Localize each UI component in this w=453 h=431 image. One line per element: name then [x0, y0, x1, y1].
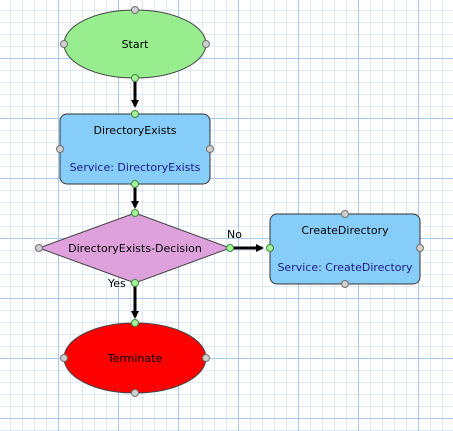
start-port-left[interactable] — [60, 40, 68, 48]
terminate-node[interactable]: Terminate — [63, 322, 207, 394]
createdirectory-service-label: Service: CreateDirectory — [277, 261, 413, 274]
createdirectory-node[interactable]: CreateDirectory Service: CreateDirectory — [269, 213, 421, 285]
terminate-label: Terminate — [107, 352, 163, 365]
createdirectory-port-right[interactable] — [416, 244, 424, 252]
directoryexists-service-label: Service: DirectoryExists — [70, 161, 201, 174]
terminate-port-left[interactable] — [60, 354, 68, 362]
terminate-port-right[interactable] — [202, 354, 210, 362]
createdirectory-label: CreateDirectory — [301, 224, 389, 237]
edge-label-yes: Yes — [107, 277, 126, 290]
decision-port-bottom[interactable] — [131, 279, 139, 287]
createdirectory-port-bottom[interactable] — [341, 280, 349, 288]
start-node[interactable]: Start — [63, 9, 207, 79]
start-port-top[interactable] — [131, 6, 139, 14]
start-port-right[interactable] — [202, 40, 210, 48]
decision-node[interactable]: DirectoryExists-Decision — [37, 212, 232, 284]
decision-label: DirectoryExists-Decision — [68, 242, 202, 255]
decision-port-right[interactable] — [226, 244, 234, 252]
terminate-port-bottom[interactable] — [131, 389, 139, 397]
connection-ports — [35, 6, 424, 397]
terminate-port-top[interactable] — [131, 319, 139, 327]
directoryexists-port-bottom[interactable] — [131, 180, 139, 188]
edge-label-no: No — [227, 228, 242, 241]
decision-port-top[interactable] — [131, 209, 139, 217]
directoryexists-label: DirectoryExists — [94, 124, 177, 137]
directoryexists-port-left[interactable] — [56, 145, 64, 153]
start-label: Start — [122, 38, 150, 51]
directoryexists-port-top[interactable] — [131, 110, 139, 118]
decision-port-left[interactable] — [35, 244, 43, 252]
createdirectory-port-top[interactable] — [341, 210, 349, 218]
start-port-bottom[interactable] — [131, 74, 139, 82]
directoryexists-node[interactable]: DirectoryExists Service: DirectoryExists — [59, 113, 211, 185]
createdirectory-port-left[interactable] — [266, 244, 274, 252]
directoryexists-port-right[interactable] — [206, 145, 214, 153]
